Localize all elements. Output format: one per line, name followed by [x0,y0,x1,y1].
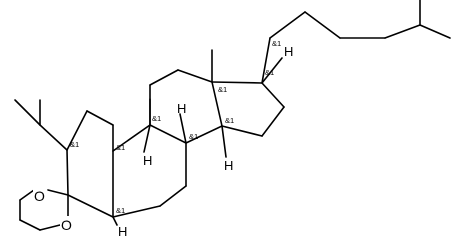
stereo-mark: &1 [225,116,234,125]
stereo-mark: &1 [70,140,79,149]
bond [149,124,187,144]
hydrogen-atom: H [177,101,186,116]
bond [112,124,151,152]
bond [14,99,41,126]
bond [221,125,263,137]
stereo-bond [261,57,283,84]
bond [66,149,69,196]
bond [66,110,88,151]
bond [19,189,35,201]
bond [39,124,68,151]
bond [112,205,161,218]
stereo-mark: &1 [189,132,198,141]
bond [19,219,41,231]
bond [269,11,306,39]
bond [261,82,285,108]
bond [177,69,213,83]
bond [149,69,179,86]
stereo-bond [221,125,227,158]
oxygen-atom-1: O [34,188,45,204]
hydrogen-atom: H [284,44,293,59]
bond [185,125,223,144]
stereo-bond [112,216,118,226]
bond [261,37,271,84]
oxygen-atom-2: O [61,217,72,233]
stereo-mark: &1 [272,39,281,48]
hydrogen-atom: H [224,158,233,173]
bond [67,194,114,218]
bond [384,24,421,39]
bond [304,11,341,39]
oxygen-label-bg [33,187,47,205]
oxygen-label-bg [60,216,74,234]
stereo-mark: &1 [218,85,227,94]
stereo-bond [143,124,151,153]
stereo-mark: &1 [116,206,125,215]
hydrogen-atom: H [118,224,127,239]
bond [211,81,223,127]
hydrogen-atom: H [143,153,152,168]
bond [39,224,61,231]
bond [261,106,285,137]
bond [211,81,263,84]
stereo-mark: &1 [152,114,161,123]
stereo-mark: &1 [116,143,125,152]
stereo-bond [179,113,187,144]
stereo-mark: &1 [265,68,274,77]
bond [86,110,114,126]
bond [159,185,187,207]
bond [419,24,451,39]
bond [47,189,69,196]
